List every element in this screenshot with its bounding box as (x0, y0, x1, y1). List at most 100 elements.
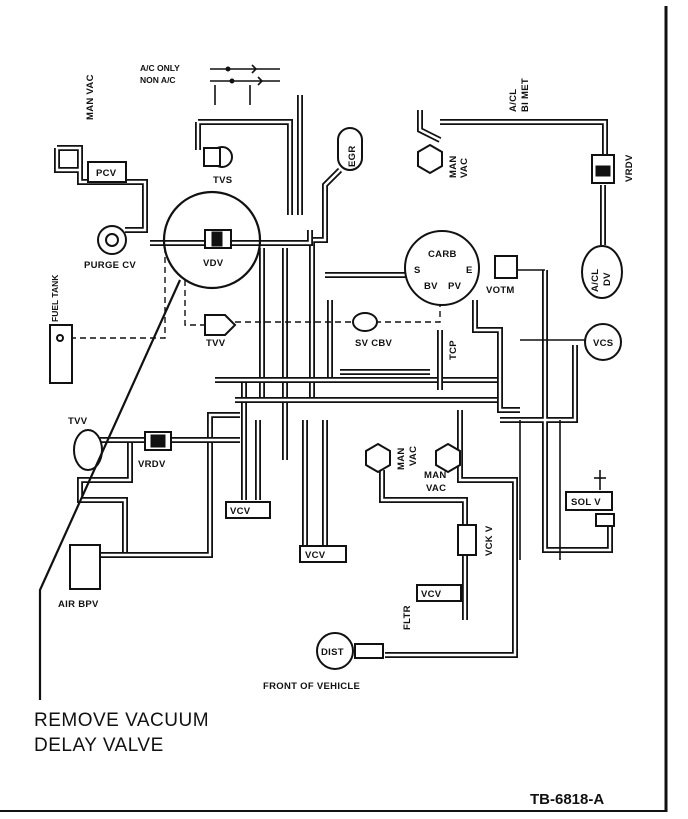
votm-body (494, 255, 518, 279)
hose-central-verticals-inner (242, 248, 332, 500)
legend: A/C ONLY NON A/C (140, 63, 280, 86)
label-dist: DIST (321, 647, 344, 658)
man-vac-hex-top (417, 143, 443, 175)
legend-arrow (257, 76, 264, 86)
dashed-lines (60, 245, 441, 339)
hose-pcv-inner (55, 146, 147, 232)
label-sv-cbv: SV CBV (355, 338, 393, 349)
label-fuel-tank: FUEL TANK (50, 274, 60, 322)
label-vrdv-left: VRDV (138, 459, 166, 470)
dist-port (354, 643, 384, 659)
acl-dv-body (581, 245, 623, 299)
legend-ac-only-label: A/C ONLY (140, 63, 180, 73)
label-acl-dv-2: DV (602, 272, 613, 286)
vcv-2-body (299, 545, 347, 563)
hose-carb-right-inner (325, 273, 520, 412)
label-vcv-3: VCV (421, 589, 442, 600)
hose-vck-inner (380, 470, 467, 620)
label-front-of-vehicle: FRONT OF VEHICLE (263, 681, 360, 692)
callout-line-1: REMOVE VACUUM (34, 710, 209, 731)
egr-body (337, 127, 363, 171)
sv-cbv-body (352, 312, 378, 332)
man-vac-hex-center-2 (435, 442, 461, 474)
hose-vcv-2-inner (303, 420, 327, 545)
dashed-cbv-line (235, 305, 441, 323)
vdv-core (211, 231, 223, 247)
fuel-tank-body (49, 324, 73, 384)
pcv-valve (87, 161, 127, 183)
vacuum-hoses (54, 95, 613, 658)
vrdv-right-core (595, 165, 611, 177)
label-carb-e: E (466, 265, 473, 276)
legend-dot (229, 78, 235, 84)
hose-tvs-inner (196, 95, 302, 215)
tvs-body (203, 147, 221, 167)
label-man-vac-center2-1: MAN (424, 470, 447, 481)
label-acl-bimet-1: A/CL (508, 89, 519, 112)
tvs-component (203, 146, 233, 168)
label-carb-s: S (414, 265, 421, 276)
vcv-1-body (225, 501, 271, 519)
label-man-vac-right-1: MAN (448, 155, 459, 178)
vrdv-left-core (150, 434, 166, 448)
egr-component (337, 127, 363, 171)
man-vac-hex-center (365, 442, 391, 474)
hose-air-bpv-inner (100, 413, 240, 557)
label-vcv-2: VCV (305, 550, 326, 561)
label-man-vac-right-2: VAC (459, 158, 470, 178)
legend-arrow (251, 64, 258, 74)
legend-dot (225, 66, 231, 72)
hose-central-horizontals (215, 369, 500, 403)
label-carb: CARB (428, 249, 457, 260)
tvv-left-body (73, 429, 103, 471)
fuel-tank-port (56, 334, 64, 342)
label-man-vac-center-2: VAC (408, 446, 419, 466)
label-tvv-mid: TVV (206, 338, 226, 349)
label-man-vac-center-1: MAN (396, 447, 407, 470)
vdv-highlight-circle (162, 190, 262, 290)
component-labels: MAN VAC PCV TVS EGR MAN VAC A/CL BI MET … (50, 74, 635, 692)
hose-vcv-2 (302, 420, 328, 545)
vcs-body (584, 323, 622, 361)
label-vcv-1: VCV (230, 506, 251, 517)
hose-central-horizontals-inner (215, 370, 500, 402)
dashed-fuel-line (60, 245, 166, 339)
label-acl-bimet-2: BI MET (520, 78, 531, 112)
label-man-vac-center2-2: VAC (426, 483, 446, 494)
hose-pcv (54, 145, 148, 233)
dist-body (316, 632, 354, 670)
label-egr: EGR (347, 146, 358, 168)
figure-code: TB-6818-A (530, 791, 604, 808)
air-bpv-body (69, 544, 101, 590)
label-votm: VOTM (486, 285, 515, 296)
hose-egr-inner (310, 169, 341, 400)
label-pcv: PCV (96, 168, 117, 179)
dashed-tvv-line (184, 280, 205, 326)
label-man-vac-top: MAN VAC (85, 74, 96, 120)
label-fltr: FLTR (402, 605, 413, 630)
label-carb-pv: PV (448, 281, 462, 292)
hose-man-vac-top (417, 110, 608, 155)
tvv-mid-body (204, 314, 237, 336)
carb-body (404, 230, 480, 306)
vck-v-body (457, 524, 477, 556)
label-sol-v: SOL V (571, 497, 601, 508)
label-vdv: VDV (203, 258, 224, 269)
sol-v-port (595, 513, 615, 527)
label-tvv-left: TVV (68, 416, 88, 427)
callout-leader-line (38, 279, 182, 700)
purge-cv-core (105, 233, 119, 247)
label-purge-cv: PURGE CV (84, 260, 136, 271)
label-vcs: VCS (593, 338, 613, 349)
vcv-3-body (416, 584, 462, 602)
legend-non-ac-label: NON A/C (140, 75, 176, 85)
label-tvs: TVS (213, 175, 232, 186)
label-vrdv-right: VRDV (624, 154, 635, 182)
hose-man-vac-top-inner (418, 110, 607, 155)
sol-v-body (565, 491, 613, 511)
callout-line-2: DELAY VALVE (34, 735, 164, 756)
label-tcp: TCP (448, 340, 459, 360)
hose-vdv-inner (150, 230, 312, 245)
